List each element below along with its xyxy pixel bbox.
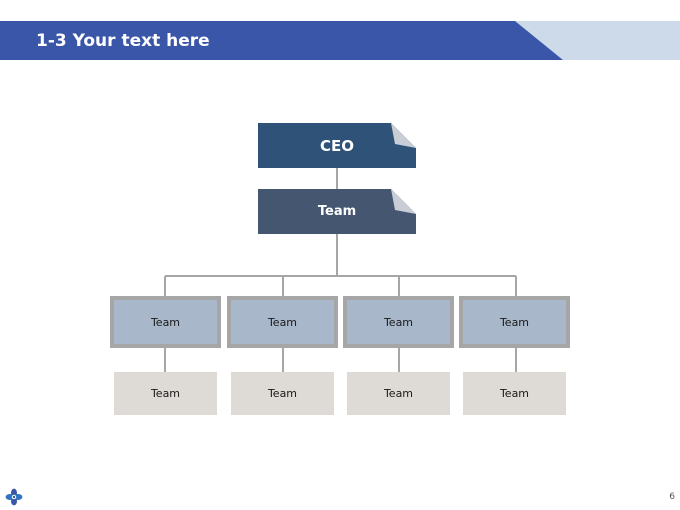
header-accent-shape bbox=[515, 21, 680, 60]
header-banner bbox=[0, 21, 680, 60]
slide-title: 1-3 Your text here bbox=[36, 31, 210, 51]
middle-team-box: Team bbox=[258, 189, 416, 234]
sub-team-label: Team bbox=[499, 387, 530, 400]
sub-team-label: Team bbox=[267, 387, 298, 400]
team-box: Team bbox=[110, 296, 221, 348]
ceo-box: CEO bbox=[258, 123, 416, 168]
header-bar-shape bbox=[0, 21, 563, 60]
ceo-label: CEO bbox=[319, 136, 354, 155]
team-box: Team bbox=[459, 296, 570, 348]
team-label: Team bbox=[150, 315, 181, 329]
sub-team-label: Team bbox=[383, 387, 414, 400]
team-box: Team bbox=[343, 296, 454, 348]
sub-team-label: Team bbox=[150, 387, 181, 400]
team-box: Team bbox=[227, 296, 338, 348]
page-number: 6 bbox=[669, 492, 675, 502]
team-label: Team bbox=[499, 315, 530, 329]
sub-team-box: Team bbox=[347, 372, 450, 415]
sub-team-box: Team bbox=[231, 372, 334, 415]
team-label: Team bbox=[383, 315, 414, 329]
sub-team-box: Team bbox=[463, 372, 566, 415]
page-fold-icon bbox=[391, 189, 416, 214]
team-label: Team bbox=[267, 315, 298, 329]
page-fold-icon bbox=[391, 123, 416, 148]
middle-team-label: Team bbox=[317, 204, 357, 219]
sub-team-box: Team bbox=[114, 372, 217, 415]
flower-logo-icon bbox=[5, 488, 23, 506]
